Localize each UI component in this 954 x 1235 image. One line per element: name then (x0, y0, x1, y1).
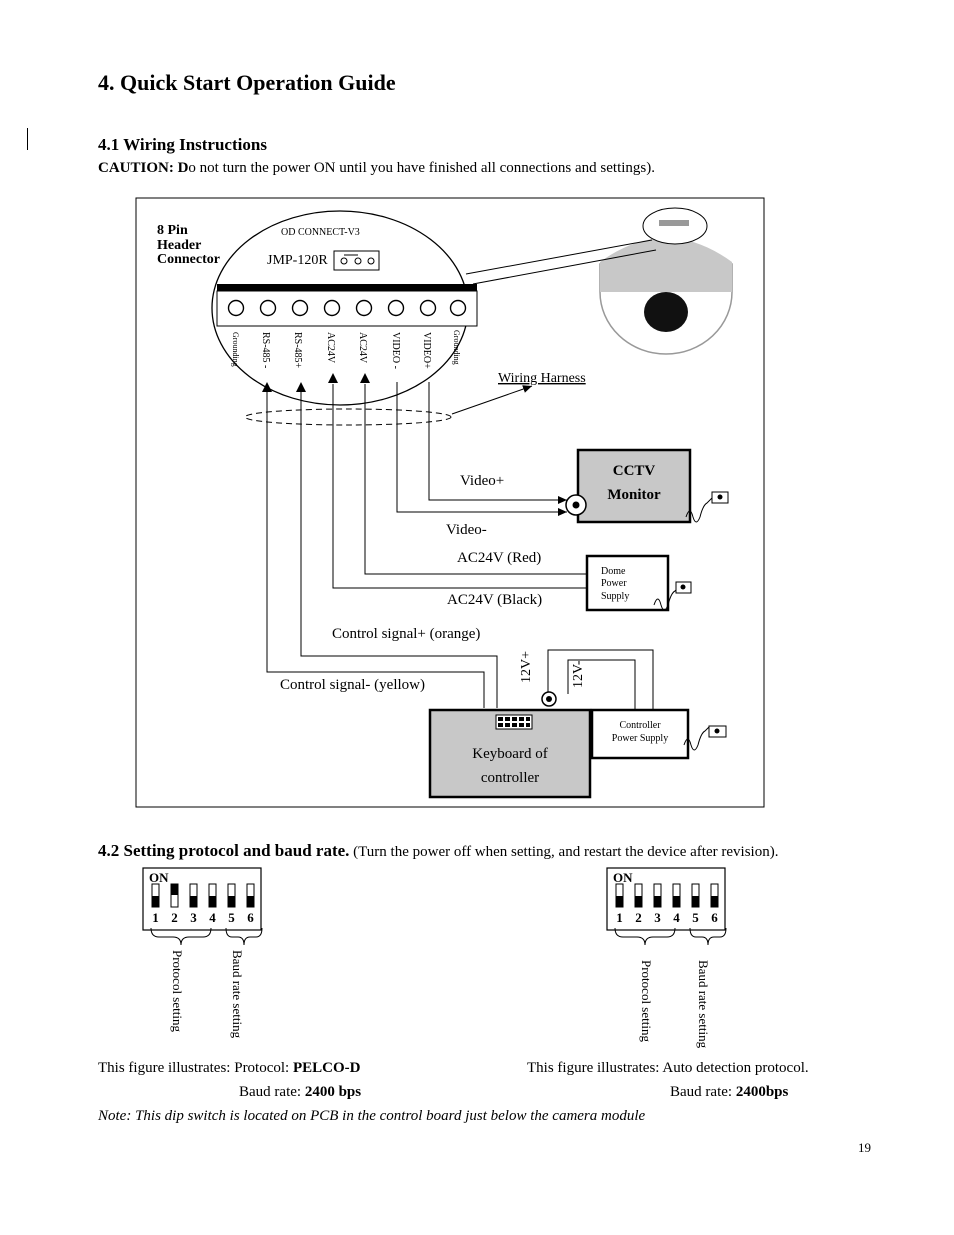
dip-right-switch-number-2: 2 (635, 910, 642, 925)
power-plug-icon-monitor (685, 491, 729, 523)
keyboard-label-2: controller (481, 770, 539, 786)
dip-right-switch-number-6: 6 (711, 910, 718, 925)
dip-right-switch-knob-1 (616, 896, 623, 907)
dip-left-baud-prefix: Baud rate: (239, 1084, 305, 1100)
v12-minus-label: 12V- (571, 660, 586, 688)
dip-right-switch-number-3: 3 (654, 910, 661, 925)
dip-left-baud: Baud rate: 2400 bps (239, 1084, 361, 1101)
cctv-monitor-box (576, 448, 692, 524)
pin-label-4: AC24V (325, 332, 336, 364)
diagram-frame (135, 197, 765, 808)
section-title-wiring: 4.1 Wiring Instructions (98, 135, 267, 154)
power-plug-icon-controller (683, 725, 727, 751)
pin-label-2: RS-485 - (260, 332, 271, 368)
dip-left-switch-knob-5 (228, 896, 235, 907)
control-minus-label: Control signal- (yellow) (280, 677, 425, 693)
dip-left-switch-number-1: 1 (152, 910, 159, 925)
harness-ellipse (244, 408, 452, 426)
dip-right-switch-number-1: 1 (616, 910, 623, 925)
dip-right-on-label: ON (613, 870, 633, 885)
dip-left-caption-prefix: This figure illustrates: Protocol: (98, 1060, 293, 1076)
dip-right-baud-value: 2400bps (735, 1084, 789, 1100)
note-text: Note: This dip switch is located on PCB … (98, 1108, 646, 1124)
dip-right-group2: Baud rate setting (696, 960, 711, 1049)
dome-power-label-3: Supply (601, 591, 629, 602)
dip-right-baud-prefix: Baud rate: (670, 1084, 736, 1100)
dip-left-switch-knob-4 (209, 896, 216, 907)
connector-label-3: Connector (157, 252, 220, 267)
monitor-label-2: Monitor (607, 487, 661, 503)
section-title-protocol: 4.2 Setting protocol and baud rate. (Tur… (98, 841, 778, 861)
dome-power-box (585, 554, 670, 612)
dip-left-protocol: PELCO-D (292, 1060, 361, 1076)
header-pins (227, 299, 467, 317)
dip-right-caption: This figure illustrates: Auto detection … (527, 1060, 809, 1076)
caution-label: CAUTION: D (98, 160, 189, 176)
section2-subtitle: (Turn the power off when setting, and re… (353, 844, 779, 860)
pin-label-7: VIDEO+ (421, 332, 432, 369)
page-number: 19 (858, 1140, 871, 1155)
jumper-label: JMP-120R (267, 253, 328, 268)
dip-right-switch-knob-6 (711, 896, 718, 907)
dip-right-switch-knob-2 (635, 896, 642, 907)
ac-red-label: AC24V (Red) (457, 550, 541, 566)
dip-left-caption: This figure illustrates: Protocol: PELCO… (98, 1060, 360, 1077)
controller-power-box (590, 708, 690, 760)
margin-mark (27, 128, 28, 150)
pin-label-6: VIDEO - (390, 332, 401, 369)
controller-power-label-1: Controller (619, 720, 661, 731)
dip-left-group1: Protocol setting (170, 950, 185, 1032)
board-name: OD CONNECT-V3 (281, 227, 360, 238)
connector-label-1: 8 Pin (157, 223, 188, 238)
video-minus-label: Video- (446, 522, 487, 538)
dip-right-switch-number-4: 4 (673, 910, 680, 925)
dip-right-switch-knob-3 (654, 896, 661, 907)
pin-label-1: Grounding (231, 332, 240, 367)
section2-title: 4.2 Setting protocol and baud rate. (98, 841, 350, 860)
monitor-label-1: CCTV (613, 463, 656, 479)
dip-left-switch-number-5: 5 (228, 910, 235, 925)
page-title: 4. Quick Start Operation Guide (98, 70, 396, 95)
keyboard-label-1: Keyboard of (472, 746, 547, 762)
wiring-harness-label: Wiring Harness (498, 371, 586, 386)
pin-label-5: AC24V (357, 332, 368, 364)
dome-power-label-1: Dome (601, 566, 626, 577)
dome-power-label-2: Power (601, 578, 627, 589)
dip-right-switch-knob-4 (673, 896, 680, 907)
dip-left-switch-number-4: 4 (209, 910, 216, 925)
video-plus-label: Video+ (460, 473, 504, 489)
controller-power-label-2: Power Supply (612, 733, 668, 744)
jumper-box (333, 250, 380, 271)
pin-label-3: RS-485+ (292, 332, 303, 369)
dip-right-baud: Baud rate: 2400bps (670, 1084, 788, 1101)
dip-left-on-label: ON (149, 870, 169, 885)
dip-right-switch-knob-5 (692, 896, 699, 907)
ac-black-label: AC24V (Black) (447, 592, 542, 608)
connector-label-2: Header (157, 238, 201, 253)
wiring-diagram: 8 Pin Header Connector OD CONNECT-V3 JMP… (135, 197, 765, 808)
dip-left-switch-number-3: 3 (190, 910, 197, 925)
dip-left-switch-knob-2 (171, 884, 178, 895)
dip-left-switch-number-6: 6 (247, 910, 254, 925)
power-plug-icon-dome (653, 581, 692, 611)
dip-left-switch-knob-6 (247, 896, 254, 907)
dip-left-switch-knob-3 (190, 896, 197, 907)
dome-camera-icon (599, 207, 733, 355)
header-body (216, 290, 478, 327)
v12-plus-label: 12V+ (519, 651, 534, 683)
header-bar (217, 284, 477, 291)
dip-left-baud-value: 2400 bps (304, 1084, 362, 1100)
dip-left-switch-number-2: 2 (171, 910, 178, 925)
dip-right-switch-number-5: 5 (692, 910, 699, 925)
caution-body: o not turn the power ON until you have f… (188, 160, 655, 176)
dip-left-switch-knob-1 (152, 896, 159, 907)
dip-right-group1: Protocol setting (639, 960, 654, 1042)
pin-label-8: Grounding (452, 330, 461, 365)
dip-left-group2: Baud rate setting (230, 950, 245, 1039)
control-plus-label: Control signal+ (orange) (332, 626, 480, 642)
caution-text: CAUTION: Do not turn the power ON until … (98, 160, 655, 177)
